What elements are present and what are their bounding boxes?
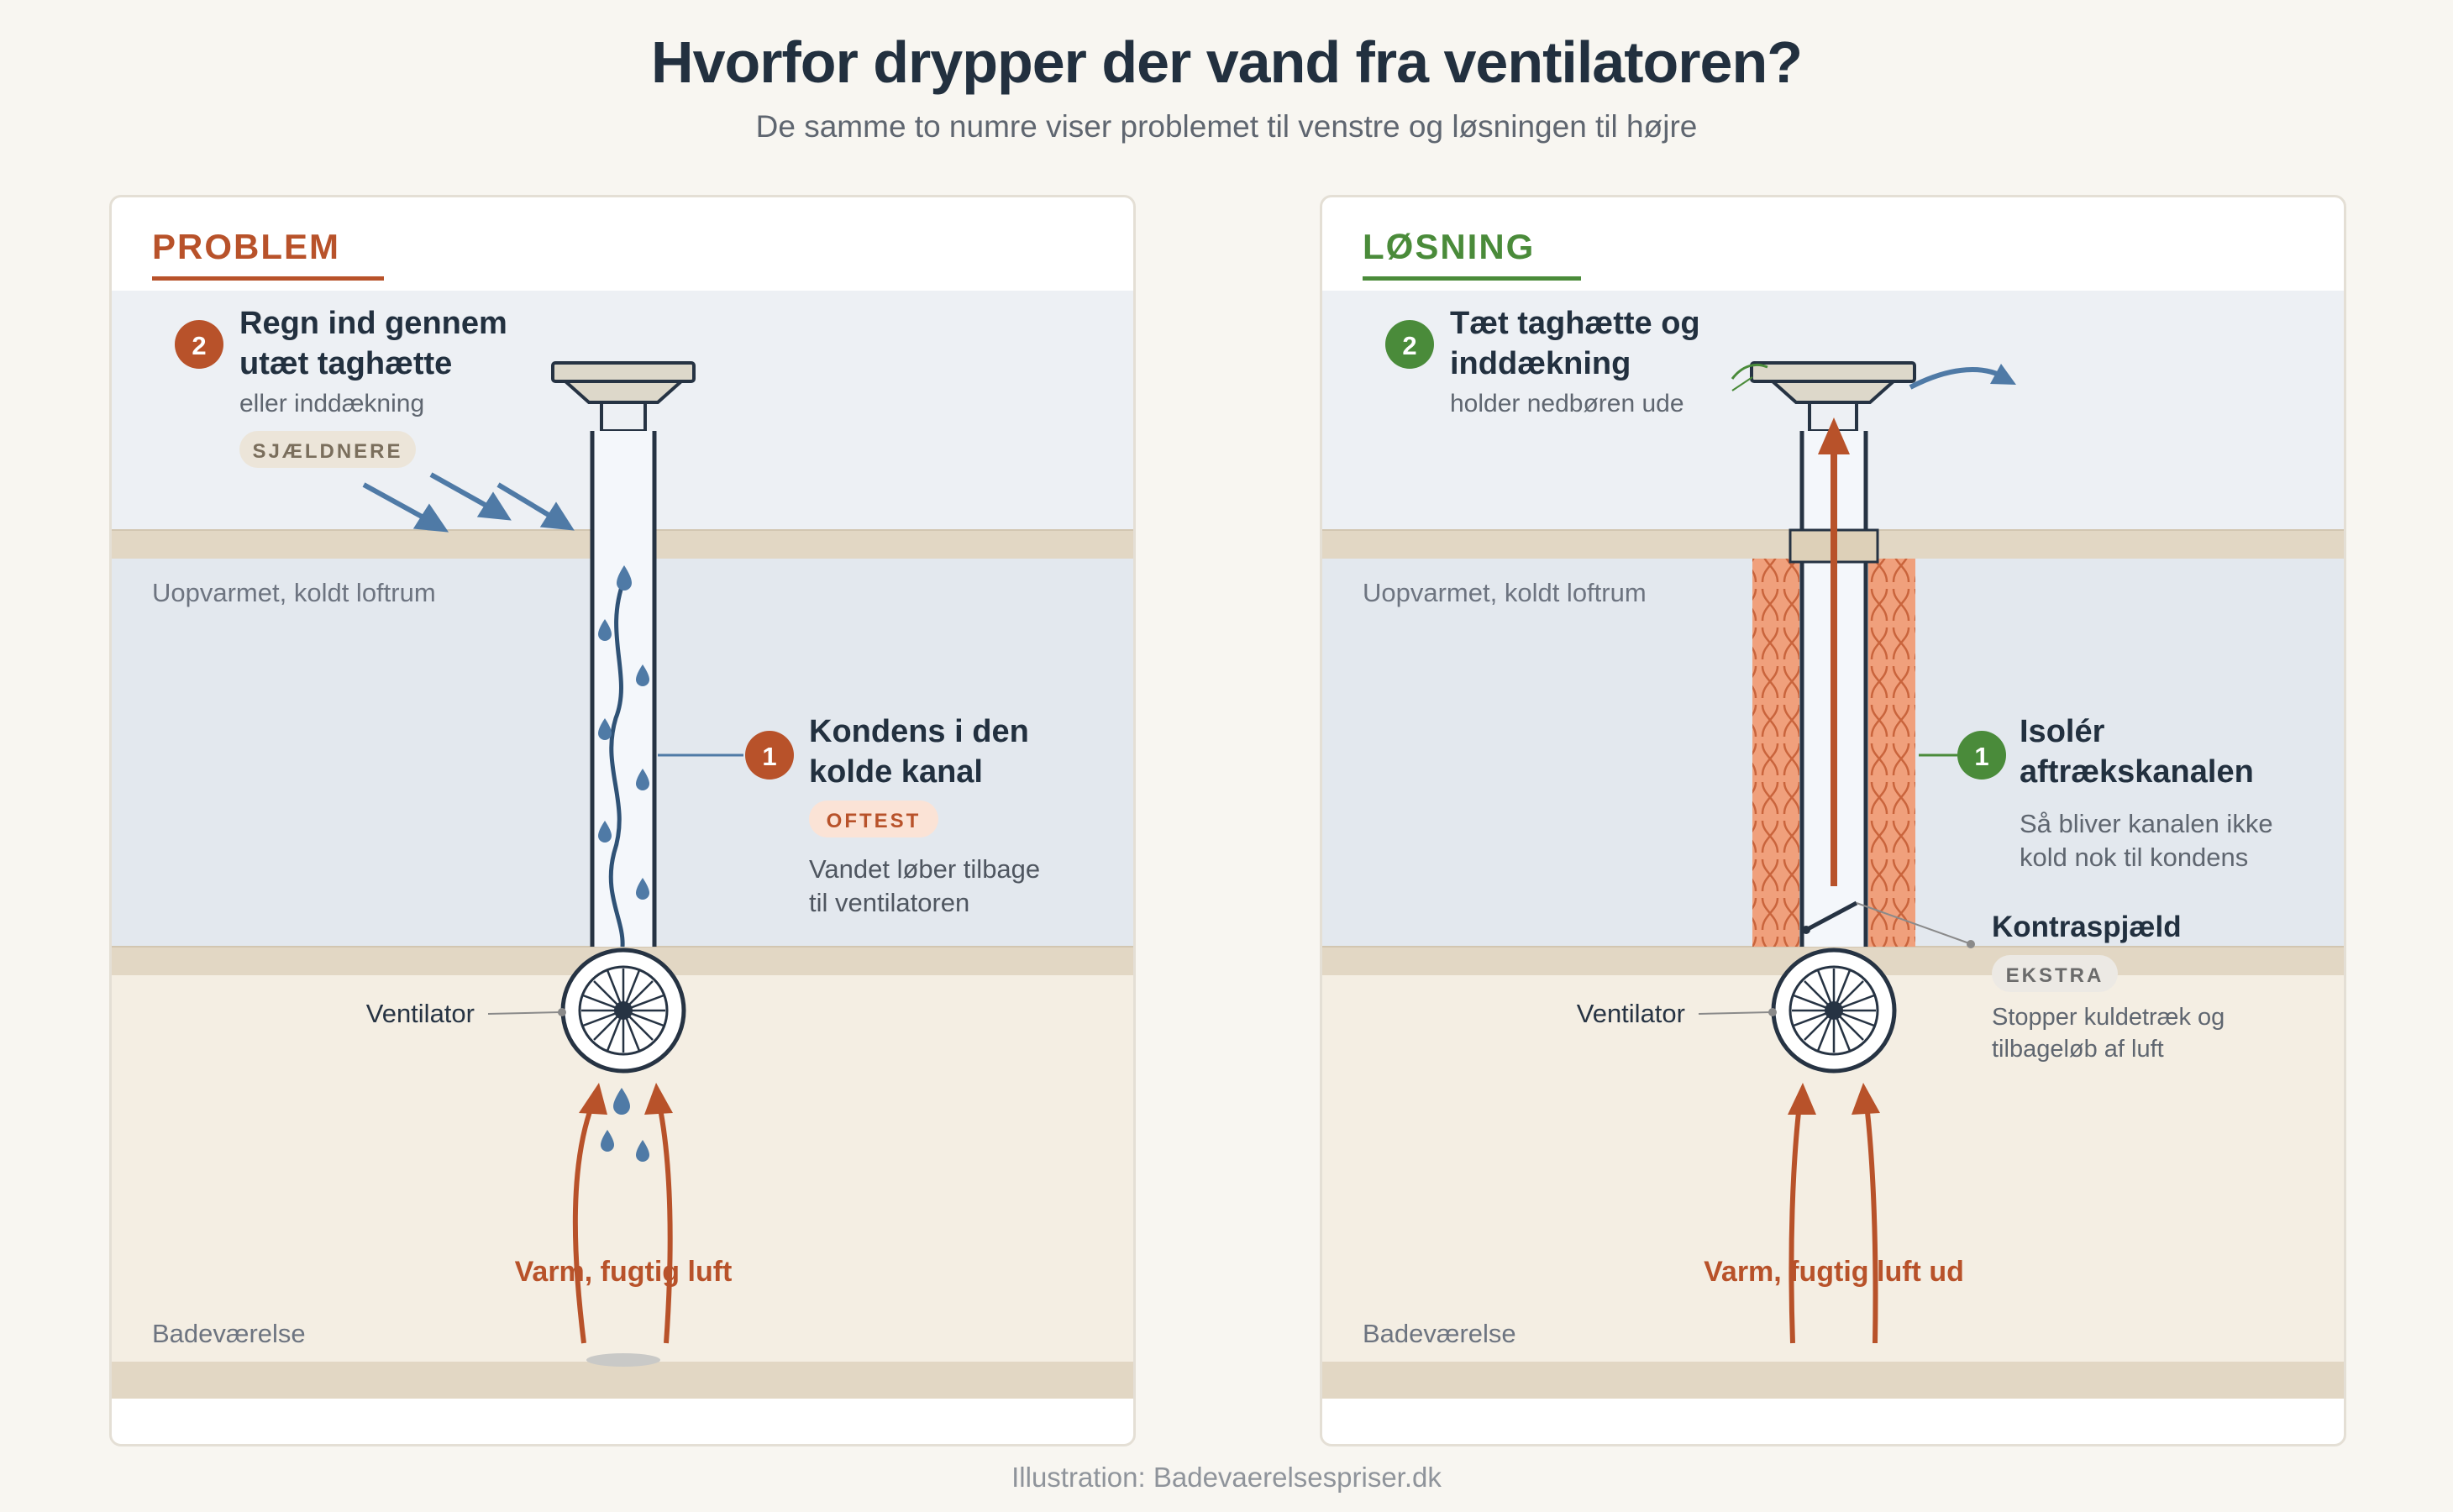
ventilator-fan [560, 948, 686, 1074]
item1-title-line1: Isolér [2020, 714, 2105, 749]
seal-left [1731, 363, 1768, 380]
duct-airflow-arrow [1818, 417, 1850, 886]
item1-number: 1 [1974, 742, 1988, 771]
item1-badge-bg [809, 801, 938, 837]
warm-air-arrows [572, 1083, 673, 1344]
page-subtitle: De samme to numre viser problemet til ve… [755, 109, 1698, 144]
insulation-right [1868, 559, 1915, 947]
ventilator-label: Ventilator [1577, 999, 1685, 1028]
item1-badge: OFTEST [827, 810, 922, 832]
item1-number-circle [745, 731, 794, 780]
rain-arrows [362, 472, 575, 533]
item2-number: 2 [192, 331, 206, 360]
item1-number: 1 [762, 742, 776, 771]
floor-layer [1322, 1362, 2344, 1399]
floor-layer [112, 1362, 1133, 1399]
damper-title: Kontraspjæld [1992, 911, 2182, 943]
roof-cap [1750, 361, 1916, 433]
insulation-left [1752, 559, 1799, 947]
warm-air-label: Varm, fugtig luft [515, 1256, 733, 1288]
exhaust-duct [590, 431, 657, 947]
item1-desc-line2: kold nok til kondens [2020, 843, 2248, 872]
damper-badge-bg [1992, 955, 2118, 992]
solution-panel: LØSNING [1320, 195, 2346, 1446]
solution-heading: LØSNING [1363, 227, 1535, 266]
backdraft-damper [1802, 900, 1858, 934]
item2-badge-bg [239, 431, 416, 468]
problem-heading: PROBLEM [152, 227, 340, 266]
room-label: Badeværelse [152, 1319, 306, 1348]
problem-diagram: PROBLEM [112, 227, 1133, 1399]
item1-desc-line2: til ventilatoren [809, 888, 969, 917]
floor-puddle [586, 1353, 660, 1367]
item2-desc: holder nedbøren ude [1450, 390, 1684, 417]
damper-desc-line2: tilbageløb af luft [1992, 1036, 2164, 1063]
item2-desc: eller inddækning [239, 390, 424, 417]
item2-number: 2 [1402, 331, 1416, 360]
attic-label: Uopvarmet, koldt loftrum [1363, 578, 1647, 607]
damper-badge: EKSTRA [2006, 964, 2104, 987]
item2-title-line2: inddækning [1450, 346, 1631, 381]
ventilator-fan [1771, 948, 1897, 1074]
problem-panel: PROBLEM [109, 195, 1136, 1446]
item1-title-line2: kolde kanal [809, 754, 983, 790]
item2-title-line2: utæt taghætte [239, 346, 452, 381]
solution-heading-underline [1363, 276, 1581, 281]
item1-desc-line1: Vandet løber tilbage [809, 854, 1040, 884]
item1-title-line1: Kondens i den [809, 714, 1029, 749]
rain-deflect-arrow [1909, 364, 2016, 390]
damper-desc-line1: Stopper kuldetræk og [1992, 1004, 2225, 1031]
room-label: Badeværelse [1363, 1319, 1516, 1348]
item2-number-circle [175, 320, 223, 369]
item2-number-circle [1385, 320, 1434, 369]
item1-desc-line1: Så bliver kanalen ikke [2020, 809, 2273, 838]
item1-number-circle [1957, 731, 2006, 780]
water-drops [598, 565, 649, 1162]
item2-title-line1: Regn ind gennem [239, 306, 507, 341]
ventilator-label: Ventilator [366, 999, 475, 1028]
condensation-stream [608, 579, 627, 948]
item1-title-line2: aftrækskanalen [2020, 754, 2254, 790]
item2-title-line1: Tæt taghætte og [1450, 306, 1700, 341]
page-title: Hvorfor drypper der vand fra ventilatore… [651, 29, 1803, 95]
warm-air-arrows [1788, 1083, 1880, 1344]
solution-diagram: LØSNING [1322, 227, 2344, 1399]
credit-footer: Illustration: Badevaerelsespriser.dk [1011, 1462, 1442, 1493]
problem-heading-underline [152, 276, 384, 281]
roof-cap [551, 361, 696, 433]
warm-air-label: Varm, fugtig luft ud [1704, 1256, 1964, 1288]
item2-badge: SJÆLDNERE [252, 440, 402, 463]
attic-label: Uopvarmet, koldt loftrum [152, 578, 436, 607]
